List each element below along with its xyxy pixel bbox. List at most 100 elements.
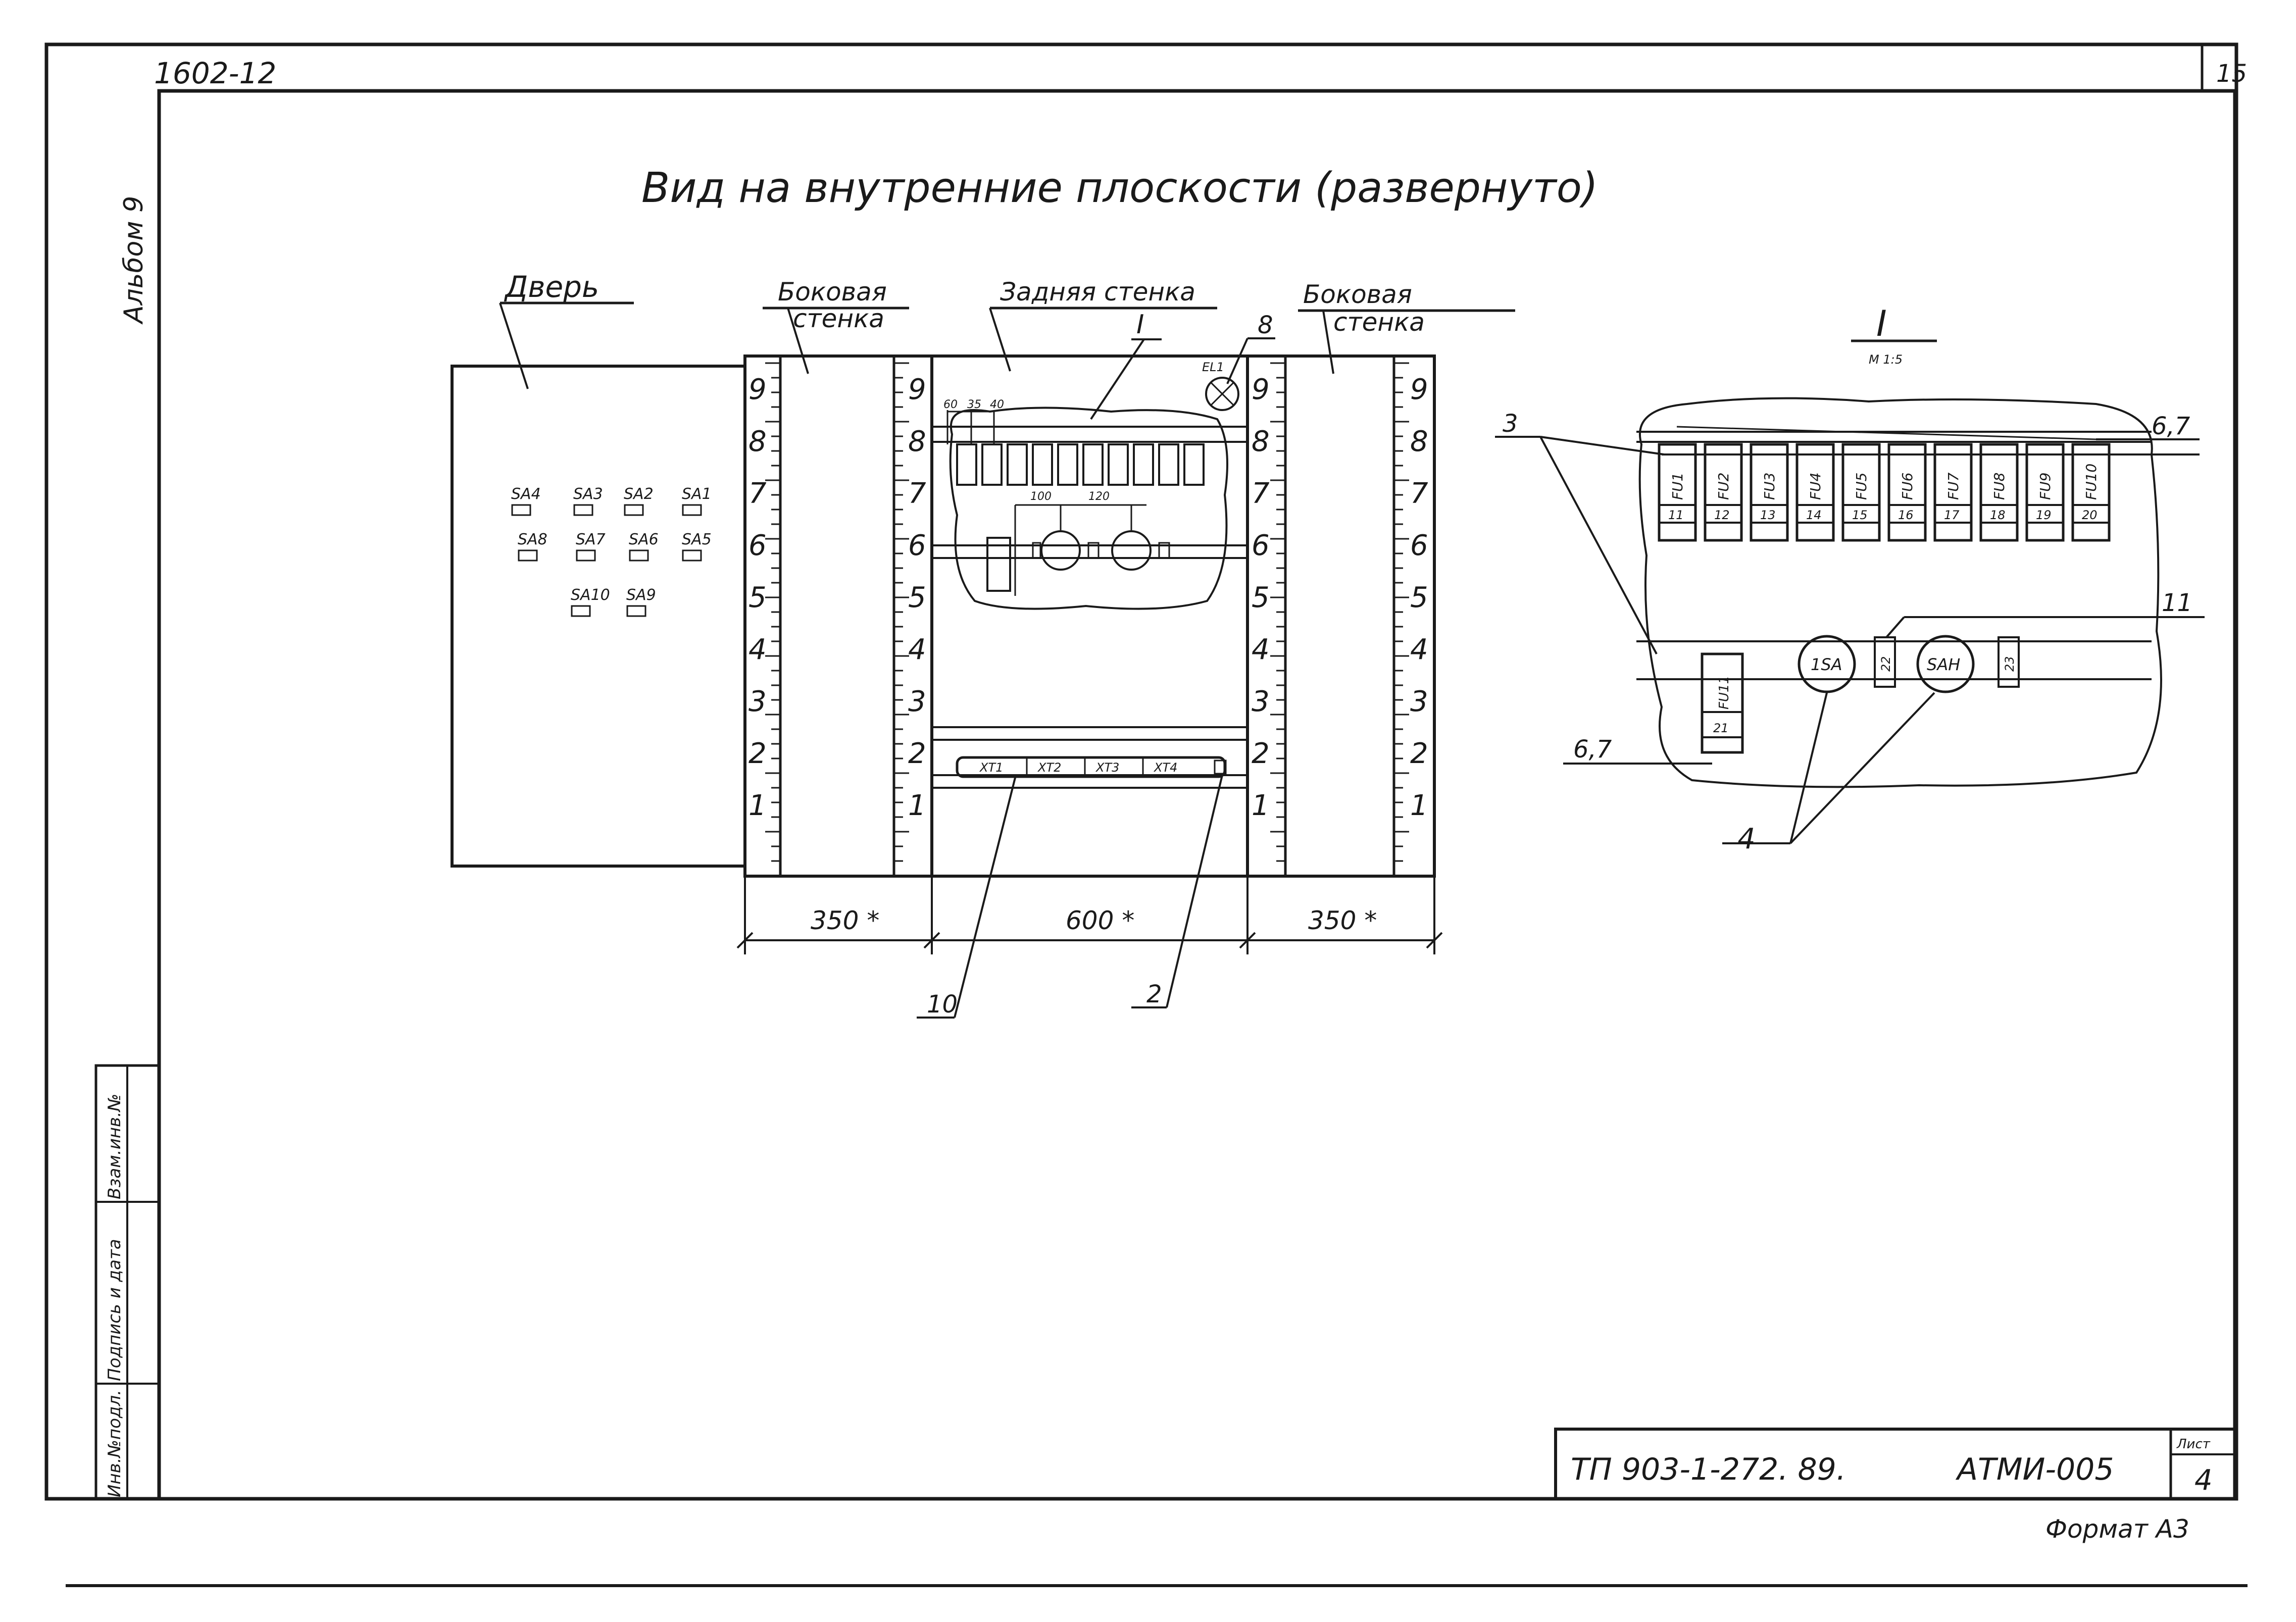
callout-2: 2 [1146, 980, 1162, 1008]
fuse-block [1704, 443, 1743, 542]
scale-number: 5 [908, 581, 926, 614]
back-dim-mid-2: 120 [1088, 490, 1110, 503]
back-dim-top: 35 [967, 398, 981, 411]
fuse-label: FU8 [1991, 473, 2008, 500]
scale-number: 7 [1252, 477, 1270, 510]
scale-ticks [765, 362, 780, 877]
scale-number: 9 [1252, 373, 1270, 406]
scale-number: 5 [1252, 581, 1270, 614]
scale-number: 8 [1252, 425, 1270, 458]
stamp-replace-inv: Взам.инв.№ [105, 1094, 125, 1199]
door-switch [571, 605, 591, 617]
door-switch-label: SA6 [629, 531, 659, 548]
terminal-22-label: 22 [1879, 656, 1893, 672]
door-switch [573, 504, 593, 516]
door-switch [511, 504, 531, 516]
device-sah-label: SAH [1927, 655, 1960, 674]
back-fuse [1108, 443, 1129, 486]
fuse-number: 11 [1668, 508, 1684, 522]
margin-stamp: Инв.№подл. Подпись и дата Взам.инв.№ [94, 1064, 161, 1500]
back-fuse [1133, 443, 1154, 486]
callout-67-top: 6,7 [2152, 412, 2190, 440]
door-switch-label: SA10 [571, 586, 610, 604]
left-side-label-line1: Боковая [778, 277, 887, 307]
fuse-block [1795, 443, 1835, 542]
page-number: 15 [2216, 60, 2247, 88]
door-switch [626, 605, 646, 617]
terminal-label: XT2 [1037, 761, 1061, 775]
callout-11: 11 [2162, 589, 2192, 617]
title-sheet-value: 4 [2194, 1464, 2213, 1497]
back-wall: Задняя стенка I 60 35 40 100 120 [930, 277, 1249, 878]
scale-number: 4 [748, 633, 767, 666]
fuse-number: 16 [1898, 508, 1914, 522]
stamp-inv-number: Инв.№подл. [105, 1390, 125, 1497]
fuse-number: 17 [1944, 508, 1960, 522]
back-dim-mid-1: 100 [1030, 490, 1052, 503]
back-detail-ref: I [1136, 310, 1144, 340]
door-switch [624, 504, 644, 516]
scale-number: 8 [748, 425, 767, 458]
outer-frame [44, 42, 2238, 1501]
terminal-23 [1998, 636, 2020, 688]
album-label: Альбом 9 [119, 196, 149, 325]
door-switch-label: SA8 [518, 531, 547, 548]
scale-number: 2 [1410, 737, 1428, 770]
scale-number: 2 [1252, 737, 1270, 770]
scale-number: 6 [908, 529, 926, 562]
callout-8: 8 [1258, 311, 1273, 339]
scale-number: 7 [1410, 477, 1428, 510]
back-dim-top: 60 [943, 398, 958, 411]
scale-number: 8 [908, 425, 926, 458]
device-1sa-label: 1SA [1811, 655, 1842, 674]
terminal-22 [1874, 636, 1896, 688]
width-left: 350 * [811, 906, 879, 935]
scale-ticks [894, 362, 909, 877]
fuse-fu11 [1701, 652, 1744, 754]
back-fuse [1032, 443, 1053, 486]
scale-number: 9 [908, 373, 926, 406]
fuse-number: 20 [2082, 508, 2098, 522]
fuse-label: FU3 [1761, 473, 1778, 500]
sheet-code: 1602-12 [154, 56, 276, 90]
scale-number: 2 [908, 737, 926, 770]
fuse-number: 15 [1852, 508, 1868, 522]
fuse-label: FU9 [2037, 473, 2054, 500]
back-dim-top: 40 [990, 398, 1004, 411]
terminal-label: XT4 [1153, 761, 1177, 775]
callout-4: 4 [1737, 823, 1756, 855]
back-wall-label: Задняя стенка [1000, 277, 1195, 307]
right-side-wall: Боковая стенка [1246, 280, 1515, 878]
detail-scale: М 1:5 [1869, 352, 1903, 367]
callout-3: 3 [1503, 410, 1518, 438]
device-1sa [1798, 635, 1856, 693]
scale-number: 3 [1410, 685, 1428, 718]
fuse-block [1887, 443, 1927, 542]
door-switch-label: SA1 [682, 485, 712, 503]
scale-number: 2 [748, 737, 767, 770]
fuse-block [2025, 443, 2065, 542]
scale-number: 6 [1252, 529, 1270, 562]
fuse-label: FU7 [1945, 472, 1962, 500]
door-switch [682, 549, 702, 562]
title-doc-code: АТМИ-005 [1955, 1452, 2114, 1487]
lamp-label: EL1 [1202, 360, 1224, 374]
back-fuse [1057, 443, 1078, 486]
fuse-fu11-number: 21 [1713, 721, 1729, 735]
fuse-number: 18 [1990, 508, 2006, 522]
terminal-label: XT3 [1095, 761, 1119, 775]
scale-number: 7 [908, 477, 926, 510]
door-switch-label: SA2 [624, 485, 654, 503]
door-switch-label: SA5 [682, 531, 712, 548]
back-fuse [1082, 443, 1104, 486]
callout-67-bottom: 6,7 [1573, 735, 1612, 764]
callout-10: 10 [927, 990, 958, 1019]
scale-number: 4 [908, 633, 926, 666]
scale-number: 5 [1410, 581, 1428, 614]
detail-label: I [1876, 303, 1887, 344]
scale-ticks [1270, 362, 1285, 877]
back-fuse-group [956, 443, 1205, 486]
